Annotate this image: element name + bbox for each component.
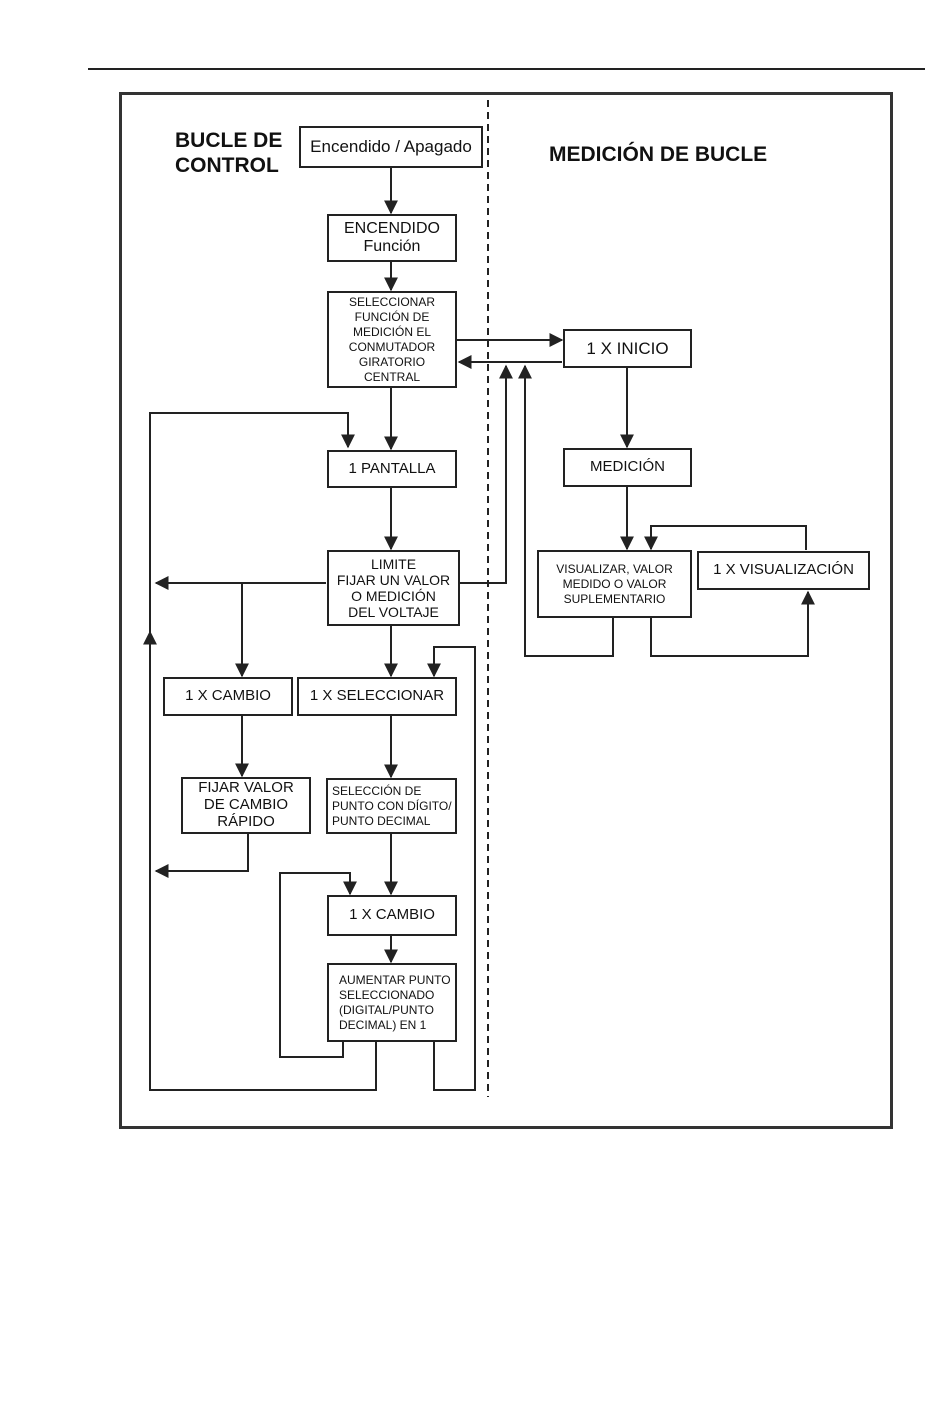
node-digit-selection: SELECCIÓN DE PUNTO CON DÍGITO/ PUNTO DEC… bbox=[326, 778, 457, 834]
node-select-function-line: MEDICIÓN EL bbox=[352, 324, 431, 339]
node-change-1x: 1 X CAMBIO bbox=[163, 677, 293, 716]
node-select-1x: 1 X SELECCIONAR bbox=[297, 677, 457, 716]
loop-show-to-display1x bbox=[650, 590, 815, 657]
node-power-toggle-label: Encendido / Apagado bbox=[310, 137, 472, 157]
node-select-function-line: FUNCIÓN DE bbox=[354, 309, 430, 324]
loop-increase-to-select1x bbox=[427, 646, 476, 1091]
loop-outer-return bbox=[143, 630, 377, 1091]
node-measurement-label: MEDICIÓN bbox=[590, 458, 665, 476]
control-loop-title-line2: CONTROL bbox=[175, 154, 279, 178]
node-select-function-line: CONMUTADOR bbox=[348, 339, 436, 354]
node-display-1: 1 PANTALLA bbox=[327, 450, 457, 488]
node-increase-point-line: DECIMAL) EN 1 bbox=[339, 1017, 427, 1032]
node-display-1x-label: 1 X VISUALIZACIÓN bbox=[713, 561, 854, 579]
node-show-value-line: VISUALIZAR, VALOR bbox=[556, 561, 673, 576]
node-change-1x-label: 1 X CAMBIO bbox=[185, 687, 271, 705]
node-set-quick-change-line: DE CAMBIO bbox=[203, 796, 289, 814]
node-display-1-label: 1 PANTALLA bbox=[348, 459, 436, 477]
node-select-function-line: CENTRAL bbox=[363, 369, 420, 384]
node-select-function-line: GIRATORIO bbox=[358, 354, 426, 369]
node-set-quick-change-line: RÁPIDO bbox=[217, 812, 275, 830]
top-rule bbox=[88, 68, 925, 70]
node-digit-selection-line: PUNTO DECIMAL bbox=[332, 813, 431, 828]
node-change-1x-b: 1 X CAMBIO bbox=[327, 895, 457, 936]
node-power-on: ENCENDIDO Función bbox=[327, 214, 457, 262]
measurement-loop-title: MEDICIÓN DE BUCLE bbox=[549, 143, 768, 166]
node-display-1x: 1 X VISUALIZACIÓN bbox=[697, 551, 870, 590]
node-start-1x-label: 1 X INICIO bbox=[586, 338, 669, 358]
node-show-value: VISUALIZAR, VALOR MEDIDO O VALOR SUPLEME… bbox=[537, 550, 692, 618]
node-increase-point: AUMENTAR PUNTO SELECCIONADO (DIGITAL/PUN… bbox=[327, 963, 457, 1042]
node-limit-line: FIJAR UN VALOR bbox=[336, 571, 451, 588]
node-power-toggle: Encendido / Apagado bbox=[299, 126, 483, 168]
node-show-value-line: SUPLEMENTARIO bbox=[563, 591, 666, 606]
node-increase-point-line: AUMENTAR PUNTO bbox=[339, 972, 451, 987]
node-set-quick-change-line: FIJAR VALOR bbox=[198, 779, 294, 797]
node-increase-point-line: (DIGITAL/PUNTO bbox=[339, 1002, 434, 1017]
node-digit-selection-line: SELECCIÓN DE bbox=[332, 783, 422, 798]
node-power-on-line2: Función bbox=[363, 238, 421, 255]
node-limit-line: O MEDICIÓN bbox=[351, 588, 436, 604]
node-limit-line: LIMITE bbox=[370, 555, 417, 572]
node-set-quick-change: FIJAR VALOR DE CAMBIO RÁPIDO bbox=[181, 777, 311, 834]
loop-display1x-to-show bbox=[644, 525, 807, 551]
node-show-value-line: MEDIDO O VALOR bbox=[562, 576, 667, 591]
arrow-quickset-to-left bbox=[154, 834, 249, 878]
node-select-function-line: SELECCIONAR bbox=[348, 294, 436, 309]
node-limit-line: DEL VOLTAJE bbox=[348, 604, 439, 621]
control-loop-title: BUCLE DE CONTROL bbox=[175, 128, 282, 178]
loop-outer-to-display bbox=[149, 412, 355, 632]
node-measurement: MEDICIÓN bbox=[563, 448, 692, 487]
node-select-1x-label: 1 X SELECCIONAR bbox=[309, 687, 445, 705]
node-select-function: SELECCIONAR FUNCIÓN DE MEDICIÓN EL CONMU… bbox=[327, 291, 457, 388]
loop-show-to-link bbox=[518, 364, 614, 657]
node-digit-selection-line: PUNTO CON DÍGITO/ bbox=[332, 798, 452, 813]
arrow-limit-to-measure-link bbox=[457, 364, 513, 584]
loop-increase-to-change bbox=[279, 872, 357, 1058]
diagram-frame bbox=[119, 92, 893, 1129]
control-loop-title-line1: BUCLE DE bbox=[175, 129, 283, 152]
node-increase-point-line: SELECCIONADO bbox=[339, 987, 435, 1002]
node-limit: LIMITE FIJAR UN VALOR O MEDICIÓN DEL VOL… bbox=[327, 550, 460, 626]
node-power-on-line1: ENCENDIDO bbox=[343, 220, 440, 238]
node-change-1x-b-label: 1 X CAMBIO bbox=[349, 906, 435, 924]
node-start-1x: 1 X INICIO bbox=[563, 329, 692, 368]
